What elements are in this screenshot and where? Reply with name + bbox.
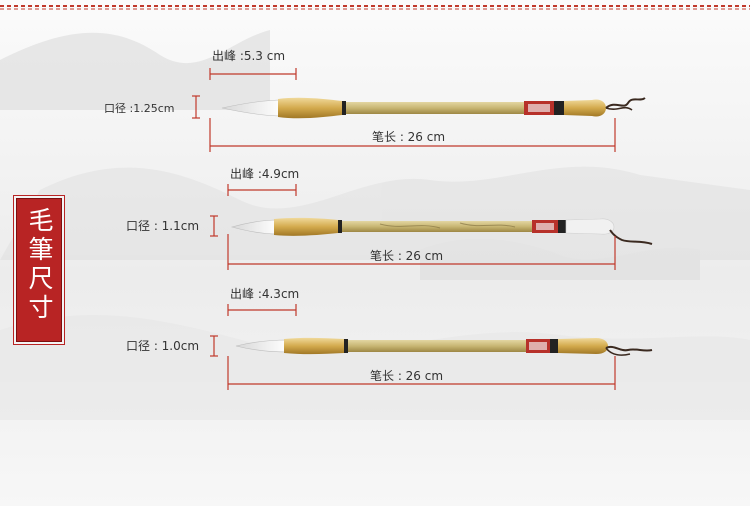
- page-title: 毛筆尺寸: [25, 207, 54, 323]
- brush-handle: [346, 102, 524, 114]
- brush-handle: [348, 340, 526, 352]
- title-badge: 毛筆尺寸: [16, 198, 62, 342]
- diameter-dimension-3: [210, 335, 218, 357]
- tip-length-label: 出峰 :4.3cm: [230, 287, 299, 301]
- brush-1: 出峰 :5.3 cm 口径 :1.25cm 笔长 : 26 cm: [104, 49, 646, 152]
- brush-3: 出峰 :4.3cm 口径 : 1.0cm 笔长 : 26 cm: [126, 287, 653, 390]
- length-label: 笔长 : 26 cm: [370, 248, 443, 263]
- tip-dimension-1: [209, 68, 297, 80]
- brush-ferrule: [278, 97, 342, 119]
- diameter-dimension-1: [192, 95, 200, 119]
- tip-length-label: 出峰 :5.3 cm: [212, 49, 285, 63]
- tip-dimension-3: [227, 304, 297, 316]
- brush-ring: [344, 339, 348, 353]
- diameter-label: 口径 :1.25cm: [104, 102, 174, 115]
- diameter-label: 口径 : 1.0cm: [126, 339, 199, 353]
- hanging-cord: [605, 345, 653, 352]
- brush-2: 出峰 :4.9cm 口径 : 1.1cm 笔长 : 26 cm: [126, 167, 653, 270]
- diameter-label: 口径 : 1.1cm: [126, 219, 199, 233]
- tip-length-label: 出峰 :4.9cm: [230, 167, 299, 181]
- brush-end-cap: [558, 338, 608, 354]
- brush-end-cap: [564, 99, 606, 117]
- brush-ring: [342, 101, 346, 115]
- length-label: 笔长 : 26 cm: [372, 129, 445, 144]
- brush-ferrule: [274, 217, 338, 236]
- brush-handle: [342, 221, 532, 232]
- length-dimension-2: [227, 234, 616, 270]
- hanging-cord: [609, 229, 653, 245]
- length-dimension-1: [209, 118, 616, 152]
- length-dimension-3: [227, 356, 616, 390]
- hanging-cord: [605, 97, 646, 109]
- diameter-dimension-2: [210, 215, 218, 237]
- brush-ring: [338, 220, 342, 233]
- tip-dimension-2: [227, 184, 297, 196]
- length-label: 笔长 : 26 cm: [370, 368, 443, 383]
- brush-ferrule: [284, 337, 344, 355]
- brush-end-cap: [565, 218, 615, 235]
